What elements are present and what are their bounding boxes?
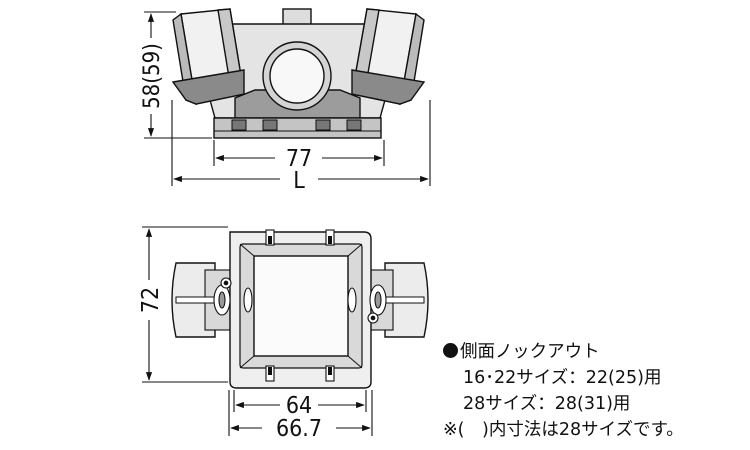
notes-footnote: ※( )内寸法は28サイズです。 [443,420,684,440]
knockout-hole [269,48,325,104]
top-view-dimensions [144,11,431,186]
right-connector [351,8,426,106]
notes-heading: 側面ノックアウト [443,339,684,365]
top-view [171,8,426,139]
bullet-icon [443,343,458,358]
base-strip [213,117,382,139]
notes-block: 側面ノックアウト 16･22サイズ：22(25)用 28サイズ：28(31)用 … [443,339,684,443]
dim-top-inner-width: 77 [286,146,312,172]
notes-line2: 28サイズ：28(31)用 [463,394,631,414]
dim-top-height: 58(59) [140,43,165,109]
dim-bottom-height: 72 [138,287,164,313]
notes-line1: 16･22サイズ：22(25)用 [463,368,662,388]
bottom-view-dimensions [142,226,373,436]
dim-top-total-length: L [293,168,305,194]
left-connector [171,8,245,106]
box-inner [253,255,349,357]
dim-bottom-inner-width: 64 [286,393,312,419]
bottom-view [171,229,429,389]
dim-bottom-total-width: 66.7 [276,416,322,442]
